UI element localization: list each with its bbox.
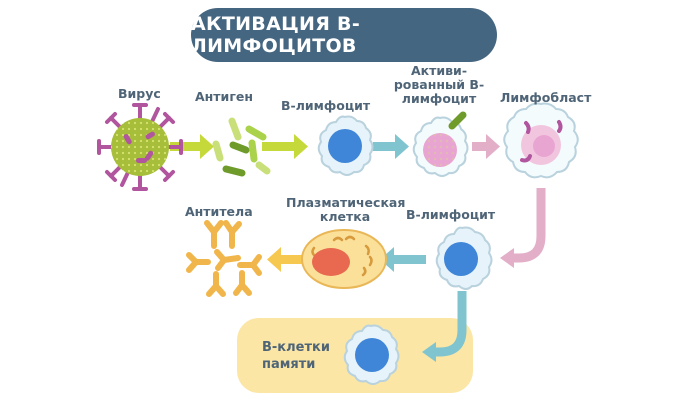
label-virus: Вирус — [118, 86, 161, 101]
plasma-cell-icon — [301, 229, 387, 289]
arrow-virus-to-antigen — [170, 134, 214, 159]
antigen-icon — [212, 117, 271, 177]
antibodies-icon — [186, 220, 262, 297]
arrow-b-cell-to-memory — [422, 291, 467, 362]
lymphoblast-icon — [503, 102, 579, 179]
label-antibodies: Антитела — [185, 204, 253, 219]
virus-icon — [97, 103, 183, 191]
label-antigen: Антиген — [195, 89, 253, 104]
label-plasma-cell: Плазматическая клетка — [286, 195, 406, 224]
diagram-title: АКТИВАЦИЯ В-ЛИМФОЦИТОВ — [191, 8, 497, 62]
arrow-lymphoblast-to-b-cell — [500, 188, 546, 268]
arrow-antigen-to-b-cell — [262, 134, 308, 159]
activated-b-lymphocyte-icon — [412, 111, 469, 177]
arrow-b-cell-to-activated — [373, 134, 409, 159]
arrow-plasma-to-antibodies — [267, 247, 303, 272]
label-b-lymphocyte-1: В-лимфоцит — [281, 98, 371, 113]
label-memory-b-cells: В-клетки памяти — [262, 340, 330, 372]
arrow-b-cell-to-plasma — [380, 247, 426, 272]
label-lymphoblast: Лимфобласт — [500, 90, 592, 105]
label-activated-b-lymphocyte: Активи-рованный В-лимфоцит — [393, 63, 485, 106]
arrow-activated-to-lymphoblast — [472, 134, 500, 159]
label-b-lymphocyte-2: В-лимфоцит — [406, 207, 496, 222]
b-lymphocyte-2-icon — [435, 226, 493, 290]
b-lymphocyte-1-icon — [317, 115, 374, 176]
memory-b-cell-icon — [343, 324, 400, 385]
